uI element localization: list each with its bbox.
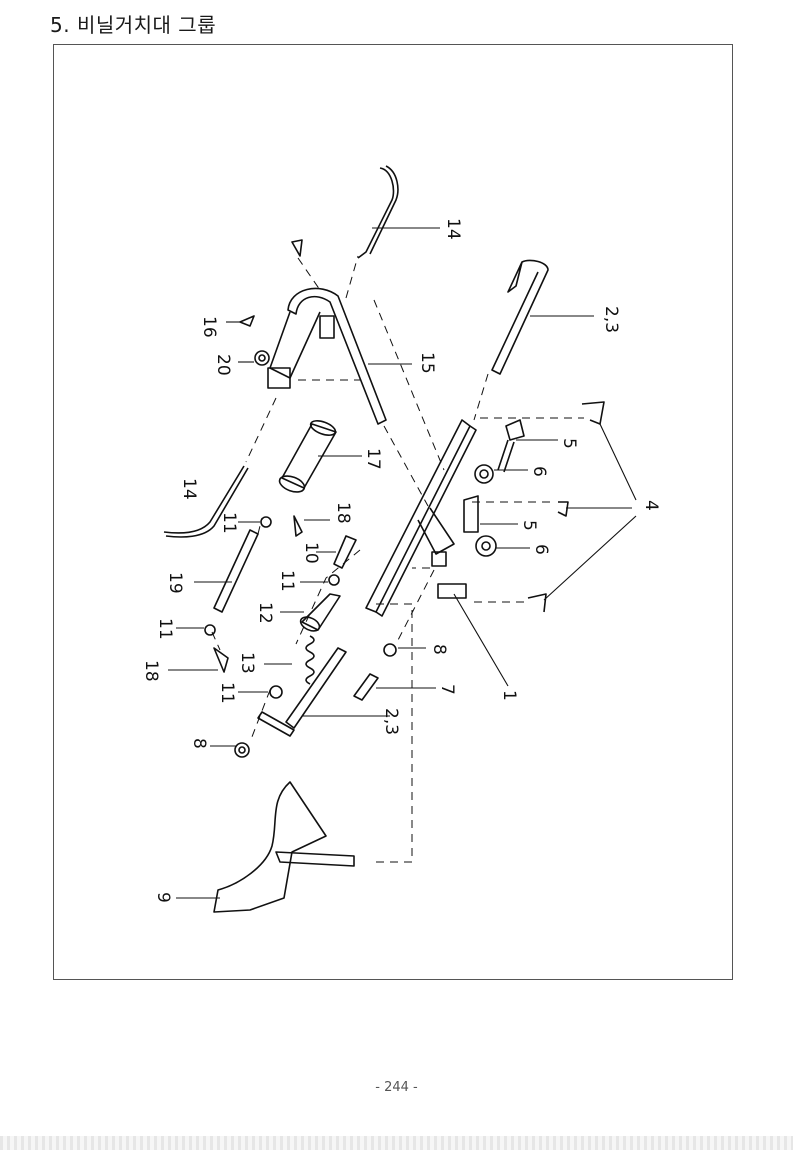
callout-14-lower: 14: [179, 478, 199, 500]
callout-6-upper: 6: [529, 466, 549, 477]
callout-8-left: 8: [189, 738, 209, 749]
callout-5-lower: 5: [519, 520, 539, 531]
part-2-3-long-arm: [491, 259, 594, 375]
callout-5-upper: 5: [559, 438, 579, 449]
callout-11-d: 11: [217, 682, 237, 704]
callout-labels: 14 2,3 16 20 15 5 6 17 4 14 18 5 11 10 6…: [141, 218, 661, 903]
center-frame: [365, 419, 477, 617]
callout-11-c: 11: [155, 618, 175, 640]
callout-11-b: 11: [277, 570, 297, 592]
callout-10: 10: [301, 542, 321, 564]
part-17-cylinder: [278, 420, 362, 493]
callout-13: 13: [237, 652, 257, 674]
part-2-3-lower-arm: [210, 593, 509, 758]
part-16-screw: [226, 315, 270, 366]
callout-17: 17: [363, 448, 383, 470]
callout-15: 15: [417, 352, 437, 374]
callout-2-3-lower: 2,3: [381, 708, 401, 735]
page-number: - 244 -: [375, 1080, 418, 1095]
callout-14-upper: 14: [443, 218, 463, 240]
callout-4: 4: [641, 500, 661, 511]
fasteners-right: [463, 401, 637, 613]
part-15-bracket: [267, 287, 412, 425]
callout-2-3-upper: 2,3: [601, 306, 621, 333]
callout-7: 7: [437, 684, 457, 695]
callout-19: 19: [165, 572, 185, 594]
fasteners-left: [168, 515, 357, 699]
callout-18-lower: 18: [141, 660, 161, 682]
scan-edge-strip: [0, 1136, 793, 1150]
callout-20: 20: [213, 354, 233, 376]
callout-8-right: 8: [429, 644, 449, 655]
screw-top: [291, 239, 303, 257]
callout-1: 1: [499, 690, 519, 701]
callout-16: 16: [199, 316, 219, 338]
callout-18-upper: 18: [333, 502, 353, 524]
part-9-guide-plate: [176, 781, 355, 913]
page-title: 5. 비닐거치대 그룹: [50, 13, 217, 37]
callout-12: 12: [255, 602, 275, 624]
part-14-rod-lower: [163, 465, 249, 538]
callout-9: 9: [153, 892, 173, 903]
diagram-frame: [53, 44, 733, 980]
assembly-dashed-lines: [211, 255, 584, 863]
callout-11-a: 11: [219, 512, 239, 534]
exploded-parts-diagram: 14 2,3 16 20 15 5 6 17 4 14 18 5 11 10 6…: [141, 165, 661, 913]
callout-6-lower: 6: [531, 544, 551, 555]
part-14-rod-upper: [357, 165, 440, 259]
